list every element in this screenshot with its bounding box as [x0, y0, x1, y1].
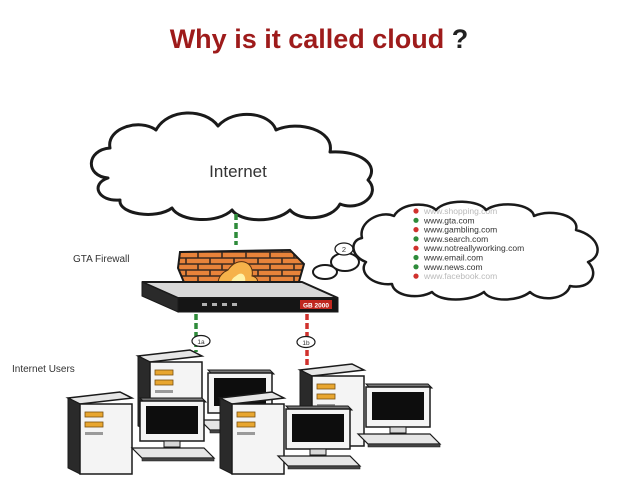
url-status-dot	[413, 273, 419, 279]
url-status-dot	[413, 245, 419, 251]
url-item: www.email.com	[413, 253, 483, 263]
internet-users-label: Internet Users	[12, 364, 75, 375]
url-text: www.news.com	[423, 262, 483, 272]
url-text: www.search.com	[423, 234, 488, 244]
link-badge-b-label: 1b	[302, 340, 310, 347]
url-item: www.facebook.com	[413, 271, 497, 281]
title-question-mark: ?	[451, 24, 469, 54]
pc-tower	[65, 391, 135, 475]
pc-tower	[217, 391, 287, 475]
computer	[65, 391, 216, 475]
url-status-dot	[413, 217, 419, 223]
keyboard	[130, 447, 216, 462]
link-badge-a: 1a	[191, 334, 211, 348]
url-item: www.gambling.com	[413, 225, 497, 235]
computer	[217, 391, 362, 475]
title-text: Why is it called cloud	[169, 24, 445, 54]
url-item: www.search.com	[413, 234, 488, 244]
url-status-dot	[413, 264, 419, 270]
url-text: www.gambling.com	[423, 225, 497, 235]
firewall-label: GTA Firewall	[73, 254, 130, 265]
url-text: www.gta.com	[423, 215, 475, 225]
firewall-model-label: GB 2000	[303, 303, 329, 310]
url-list: www.shopping.comwww.gta.comwww.gambling.…	[413, 206, 524, 281]
url-text: www.facebook.com	[423, 271, 497, 281]
link-badge-a-label: 1a	[197, 339, 205, 346]
url-status-dot	[413, 227, 419, 233]
url-item: www.gta.com	[413, 215, 475, 225]
url-status-dot	[413, 208, 419, 214]
keyboard	[276, 455, 362, 470]
url-item: www.shopping.com	[413, 206, 497, 216]
url-text: www.notreallyworking.com	[423, 243, 524, 253]
url-text: www.shopping.com	[423, 206, 497, 216]
keyboard	[356, 433, 442, 448]
internet-label: Internet	[209, 162, 267, 181]
callout-number: 2	[342, 245, 346, 254]
slide-title: Why is it called cloud ?	[0, 24, 638, 55]
monitor	[284, 405, 354, 456]
url-cloud: www.shopping.comwww.gta.comwww.gambling.…	[352, 200, 599, 301]
internet-cloud: Internet	[89, 111, 374, 222]
firewall-device: GB 2000	[141, 281, 339, 313]
computers-group	[65, 349, 442, 475]
url-status-dot	[413, 254, 419, 261]
callout-badge: 2	[334, 242, 354, 256]
thought-bubbles	[312, 252, 360, 280]
monitor	[364, 383, 434, 434]
url-item: www.notreallyworking.com	[413, 243, 524, 253]
monitor	[138, 397, 208, 448]
url-item: www.news.com	[413, 262, 483, 272]
url-text: www.email.com	[423, 253, 483, 263]
url-status-dot	[413, 236, 419, 242]
link-badge-b: 1b	[296, 335, 316, 349]
